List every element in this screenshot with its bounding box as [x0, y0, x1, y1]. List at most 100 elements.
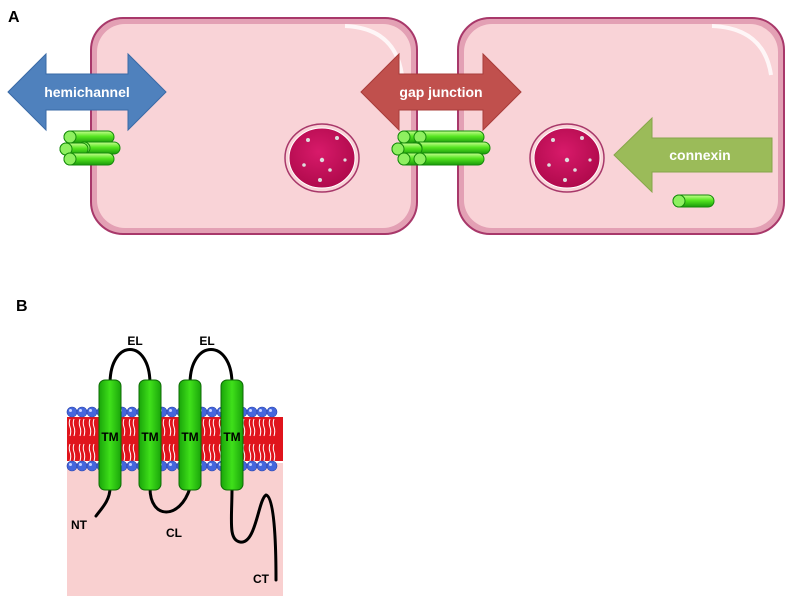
lipid-tail [202, 418, 206, 437]
lipid-tail [252, 418, 256, 437]
panel-b-label: B [16, 298, 28, 315]
lipid-head [66, 460, 78, 472]
lipid-head-highlight [269, 463, 272, 466]
lipid-tail [128, 443, 132, 462]
lipid-tail [82, 443, 86, 462]
lipid-tail [92, 443, 96, 462]
lipid-tail [122, 443, 126, 462]
lipid-head [206, 406, 218, 418]
lipid-head [126, 460, 138, 472]
right-cell [457, 17, 785, 235]
tm-label-2: TM [141, 430, 158, 444]
lipid-head [76, 460, 88, 472]
lipid-head [166, 406, 178, 418]
lipid-head [246, 406, 258, 418]
hemichannel-cylinders [59, 130, 121, 166]
lipid-head [66, 406, 78, 418]
lipid-tail [162, 443, 166, 462]
lipid-tail [258, 443, 262, 462]
lipid-head-highlight [89, 409, 92, 412]
hemichannel-label: hemichannel [44, 84, 130, 100]
tm-helices: TM TM TM TM [98, 379, 244, 491]
lipid-tail [122, 418, 126, 437]
lipid-tail [248, 443, 252, 462]
cl-label: CL [166, 526, 182, 540]
lipid-tail [262, 443, 266, 462]
lipid-tail [262, 418, 266, 437]
tm-label-3: TM [181, 430, 198, 444]
ct-label: CT [253, 572, 270, 586]
left-nucleus [284, 123, 360, 193]
lipid-head-highlight [249, 409, 252, 412]
lipid-tail [92, 418, 96, 437]
topology-lines [94, 348, 278, 582]
lipid-tail [268, 443, 272, 462]
lipid-head [256, 406, 268, 418]
lipid-tail [78, 418, 82, 437]
lipid-head-highlight [249, 463, 252, 466]
lipid-tail [68, 443, 72, 462]
connexin-label: connexin [669, 147, 730, 163]
gap-junction-arrow: gap junction [360, 52, 522, 132]
lipid-head-highlight [69, 463, 72, 466]
lipid-head-highlight [209, 463, 212, 466]
tm-helix-1: TM [98, 379, 122, 491]
tm-label-4: TM [223, 430, 240, 444]
el-label-left: EL [127, 334, 142, 348]
lipid-head-highlight [79, 409, 82, 412]
single-connexin [672, 194, 715, 208]
lipid-head [76, 406, 88, 418]
nt-label: NT [71, 518, 88, 532]
tm-label-1: TM [101, 430, 118, 444]
lipid-tail [88, 418, 92, 437]
lipid-tail [128, 418, 132, 437]
lipid-head-highlight [69, 409, 72, 412]
panel-a-label: A [8, 9, 20, 26]
lipid-tail [72, 443, 76, 462]
lipid-tail [268, 418, 272, 437]
gap-junction-cylinders [391, 130, 491, 166]
lipid-head-highlight [259, 409, 262, 412]
lipid-tail [172, 443, 176, 462]
lipid-tail [258, 418, 262, 437]
lipid-head [86, 460, 98, 472]
tm-helix-2: TM [138, 379, 162, 491]
lipid-tail [272, 443, 276, 462]
lipid-tail [168, 418, 172, 437]
lipid-tail [208, 418, 212, 437]
lipid-tail [132, 418, 136, 437]
lipid-tail [248, 418, 252, 437]
connexin-arrow: connexin [613, 116, 773, 194]
lipid-head-highlight [129, 463, 132, 466]
right-nucleus [529, 123, 605, 193]
lipid-tail [132, 443, 136, 462]
gap-junction-label: gap junction [399, 84, 482, 100]
lipid-head [206, 460, 218, 472]
lipid-head [266, 460, 278, 472]
lipid-tail [208, 443, 212, 462]
lipid-head-highlight [89, 463, 92, 466]
lipid-head-highlight [129, 409, 132, 412]
tm-helix-3: TM [178, 379, 202, 491]
lipid-tail [82, 418, 86, 437]
lipid-tail [202, 443, 206, 462]
hemichannel-arrow: hemichannel [7, 52, 167, 132]
lipid-head [256, 460, 268, 472]
lipid-tail [172, 418, 176, 437]
lipid-tail [212, 443, 216, 462]
lipid-head [246, 460, 258, 472]
lipid-head-highlight [169, 463, 172, 466]
lipid-head-highlight [259, 463, 262, 466]
lipid-head [126, 406, 138, 418]
lipid-tail [78, 443, 82, 462]
lipid-head [266, 406, 278, 418]
lipid-tail [68, 418, 72, 437]
el-label-right: EL [199, 334, 214, 348]
lipid-tail [272, 418, 276, 437]
lipid-head-highlight [269, 409, 272, 412]
lipid-tail [162, 418, 166, 437]
lipid-tail [252, 443, 256, 462]
lipid-tail [212, 418, 216, 437]
lipid-head [86, 406, 98, 418]
tm-helix-4: TM [220, 379, 244, 491]
